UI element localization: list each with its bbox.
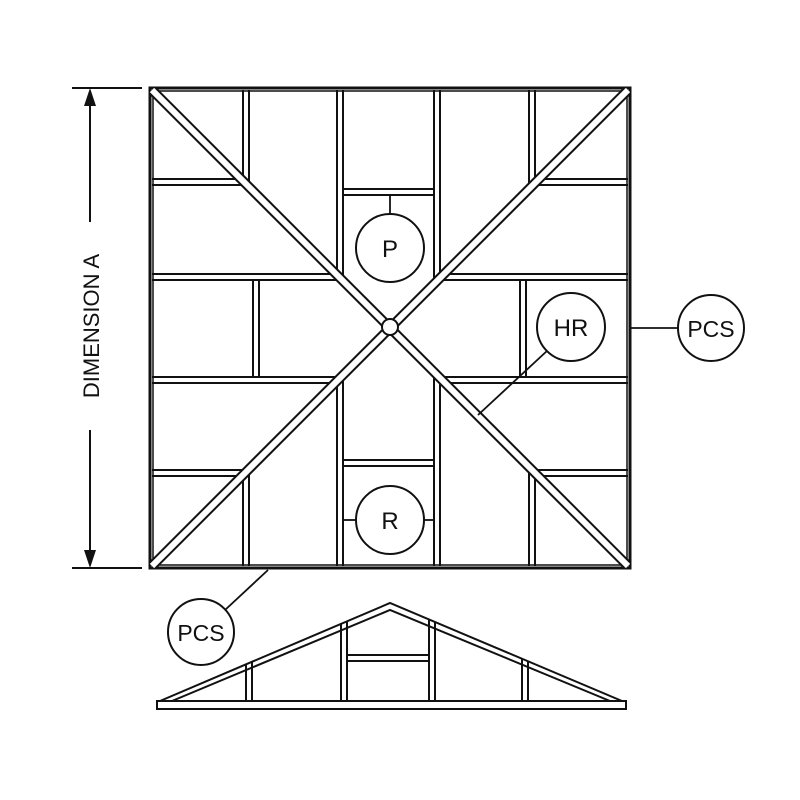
dimension-line xyxy=(72,87,142,569)
vertical-rafters xyxy=(242,90,536,566)
callout-p: P xyxy=(355,195,425,283)
elevation-inner-roof xyxy=(171,608,611,702)
callout-hr-label: HR xyxy=(554,315,589,342)
callout-p-label: P xyxy=(382,236,398,263)
center-hub xyxy=(381,318,399,336)
dimension-arrow-top xyxy=(84,88,96,106)
dimension-label: DIMENSION A xyxy=(79,254,104,399)
horizontal-purlins xyxy=(152,178,628,477)
callout-r-label: R xyxy=(381,508,398,535)
callout-pcs-right: PCS xyxy=(630,294,745,362)
dimension-arrow-bottom xyxy=(84,550,96,568)
elevation-view xyxy=(156,601,627,710)
plan-inner-frame xyxy=(152,90,628,566)
elevation-base xyxy=(156,700,627,710)
callout-hr: HR xyxy=(477,292,606,416)
callout-pcs-right-label: PCS xyxy=(687,316,734,342)
elevation-outer-roof xyxy=(159,601,623,702)
callout-pcs-left-label: PCS xyxy=(177,620,224,646)
callout-r: R xyxy=(343,485,434,555)
callout-pcs-left: PCS xyxy=(167,569,269,666)
plan-view xyxy=(148,86,632,570)
